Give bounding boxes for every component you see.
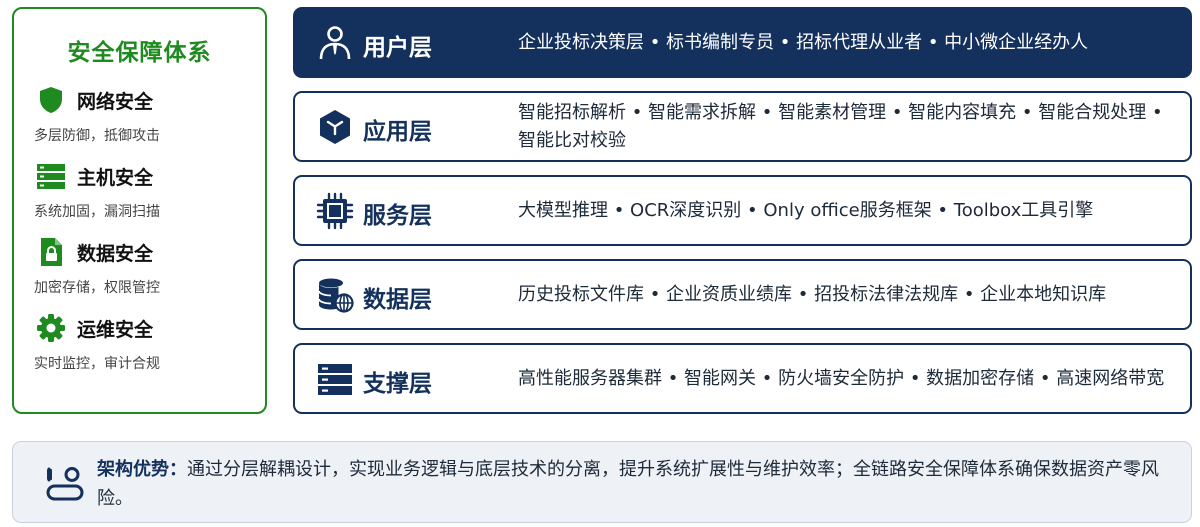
layer-desc: 企业投标决策层 • 标书编制专员 • 招标代理从业者 • 中小微企业经办人 [518, 31, 1089, 53]
user-icon [315, 23, 355, 63]
layer-desc: 智能招标解析 • 智能需求拆解 • 智能素材管理 • 智能内容填充 • 智能合规… [518, 101, 1163, 151]
security-item-network: 网络安全 多层防御，抵御攻击 [34, 85, 264, 149]
toggle-icon [45, 464, 85, 504]
file-lock-icon [36, 237, 66, 267]
chip-icon [315, 191, 355, 231]
server-icon [36, 161, 66, 191]
security-item-ops: 运维安全 实时监控，审计合规 [34, 313, 264, 377]
security-item-name: 数据安全 [77, 243, 154, 265]
security-panel: 安全保障体系 网络安全 多层防御，抵御攻击 主机安全 系统加固，漏洞扫描 [12, 7, 267, 414]
security-item-name: 运维安全 [77, 319, 154, 341]
layer-desc: 高性能服务器集群 • 智能网关 • 防火墙安全防护 • 数据加密存储 • 高速网… [518, 367, 1165, 389]
security-item-desc: 多层防御，抵御攻击 [34, 128, 160, 144]
layer-service: 服务层 大模型推理 • OCR深度识别 • Only office服务框架 • … [293, 175, 1192, 246]
layer-desc: 大模型推理 • OCR深度识别 • Only office服务框架 • Tool… [518, 199, 1094, 221]
architecture-advantage-box: 架构优势：通过分层解耦设计，实现业务逻辑与底层技术的分离，提升系统扩展性与维护效… [12, 441, 1192, 523]
security-title: 安全保障体系 [67, 40, 212, 66]
advantage-label: 架构优势： [97, 459, 187, 480]
layer-name: 服务层 [363, 203, 432, 229]
layer-name: 支撑层 [363, 371, 432, 397]
shield-icon [36, 85, 66, 115]
server-rack-icon [315, 359, 355, 399]
security-item-desc: 加密存储，权限管控 [34, 280, 160, 296]
security-item-host: 主机安全 系统加固，漏洞扫描 [34, 161, 264, 225]
gear-icon [36, 313, 66, 343]
advantage-text: 通过分层解耦设计，实现业务逻辑与底层技术的分离，提升系统扩展性与维护效率；全链路… [97, 459, 1159, 509]
layer-application: 应用层 智能招标解析 • 智能需求拆解 • 智能素材管理 • 智能内容填充 • … [293, 91, 1192, 162]
advantage-text-block: 架构优势：通过分层解耦设计，实现业务逻辑与底层技术的分离，提升系统扩展性与维护效… [97, 455, 1177, 513]
layer-user: 用户层 企业投标决策层 • 标书编制专员 • 招标代理从业者 • 中小微企业经办… [293, 7, 1192, 78]
cube-icon [315, 107, 355, 147]
layer-desc: 历史投标文件库 • 企业资质业绩库 • 招投标法律法规库 • 企业本地知识库 [518, 283, 1107, 305]
security-item-data: 数据安全 加密存储，权限管控 [34, 237, 264, 301]
security-item-name: 网络安全 [77, 91, 154, 113]
security-item-desc: 实时监控，审计合规 [34, 356, 160, 372]
layer-support: 支撑层 高性能服务器集群 • 智能网关 • 防火墙安全防护 • 数据加密存储 •… [293, 343, 1192, 414]
layer-data: 数据层 历史投标文件库 • 企业资质业绩库 • 招投标法律法规库 • 企业本地知… [293, 259, 1192, 330]
layer-name: 数据层 [363, 287, 432, 313]
layer-name: 用户层 [363, 35, 432, 61]
layer-name: 应用层 [363, 119, 432, 145]
database-icon [315, 275, 355, 315]
security-item-desc: 系统加固，漏洞扫描 [34, 204, 160, 220]
security-item-name: 主机安全 [77, 167, 154, 189]
